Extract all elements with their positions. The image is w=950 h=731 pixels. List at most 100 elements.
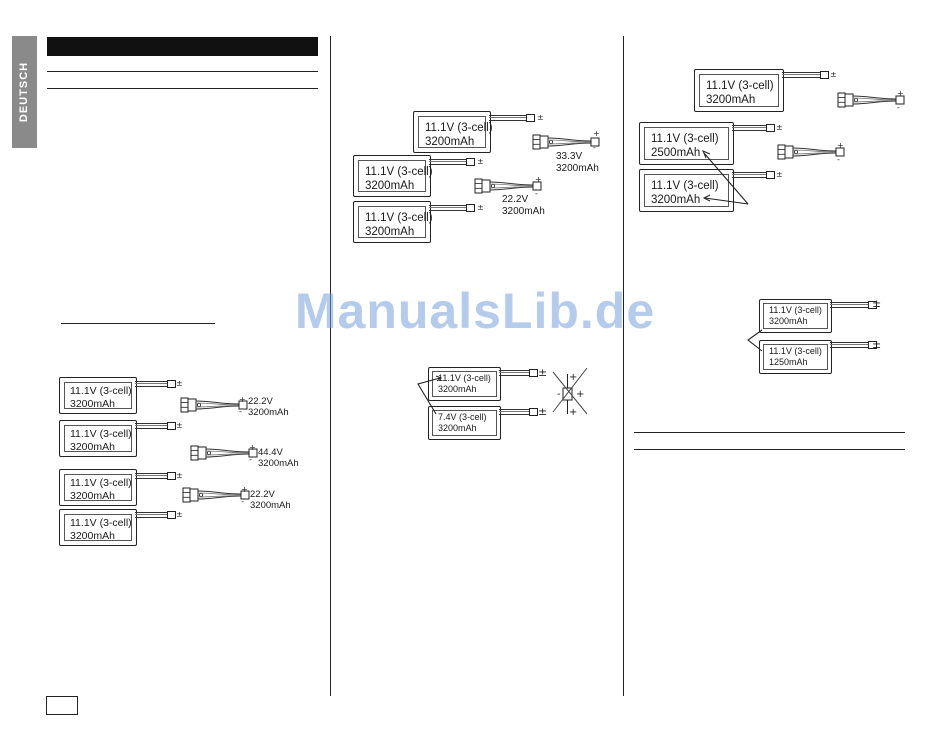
battery-pack: 11.1V (3-cell) 3200mAh — [694, 69, 784, 112]
y-harness-icon — [837, 92, 905, 108]
battery-capacity-label: 3200mAh — [365, 226, 415, 238]
output-capacity-label: 3200mAh — [248, 407, 289, 418]
connector-icon — [167, 422, 176, 430]
svg-text:+: + — [837, 141, 844, 150]
y-harness-icon — [180, 397, 248, 413]
battery-capacity-label: 3200mAh — [70, 398, 115, 410]
connector-icon — [766, 171, 775, 179]
svg-text:±: ± — [176, 379, 183, 388]
crossed-connector-icon: + + + - — [552, 367, 588, 418]
rule-subsection — [61, 323, 215, 324]
svg-text:±: ± — [776, 123, 783, 132]
battery-capacity-label: 1250mAh — [769, 357, 808, 367]
output-voltage-label: 22.2V — [250, 489, 275, 500]
battery-capacity-label: 3200mAh — [425, 136, 475, 148]
connector-icon — [466, 204, 475, 212]
svg-text:±: ± — [872, 338, 881, 351]
battery-pack: 11.1V (3-cell)3200mAh — [759, 299, 832, 333]
section-header-bar — [47, 37, 318, 56]
svg-text:±: ± — [872, 297, 881, 310]
svg-text:-: - — [837, 155, 840, 164]
connector-icon — [529, 369, 538, 377]
svg-text:±: ± — [176, 421, 183, 430]
svg-text:±: ± — [538, 405, 547, 418]
page-number-box — [46, 696, 78, 715]
battery-pack: 11.1V (3-cell)3200mAh — [59, 377, 137, 414]
output-voltage-label: 33.3V — [556, 151, 583, 162]
battery-lead — [135, 423, 167, 429]
watermark: ManualsLib.de — [294, 283, 656, 339]
y-harness-icon — [474, 178, 542, 194]
battery-voltage-label: 11.1V (3-cell) — [70, 477, 132, 489]
svg-text:-: - — [557, 389, 561, 400]
battery-pack: 11.1V (3-cell)3200mAh — [428, 367, 501, 401]
svg-text:+: + — [535, 175, 542, 184]
svg-text:±: ± — [176, 510, 183, 519]
battery-pack: 11.1V (3-cell)2500mAh — [639, 122, 734, 165]
battery-pack: 11.1V (3-cell) 3200mAh — [413, 111, 493, 153]
output-capacity-label: 3200mAh — [556, 163, 599, 174]
connector-icon — [766, 124, 775, 132]
svg-text:+: + — [897, 89, 904, 98]
battery-capacity-label: 3200mAh — [70, 490, 115, 502]
battery-capacity-label: 3200mAh — [651, 194, 701, 206]
battery-voltage-label: 11.1V (3-cell) — [70, 385, 132, 397]
svg-text:±: ± — [477, 203, 484, 212]
y-harness-icon — [182, 487, 250, 503]
connector-icon — [868, 301, 877, 309]
svg-text:+: + — [569, 407, 577, 418]
battery-voltage-label: 11.1V (3-cell) — [706, 80, 774, 92]
battery-voltage-label: 11.1V (3-cell) — [438, 373, 491, 383]
battery-capacity-label: 2500mAh — [651, 147, 701, 159]
battery-pack: 11.1V (3-cell) 3200mAh — [639, 169, 734, 212]
output-voltage-label: 22.2V — [248, 396, 273, 407]
battery-capacity-label: 3200mAh — [706, 94, 756, 106]
battery-lead — [499, 370, 529, 376]
battery-lead — [429, 159, 466, 165]
connector-icon — [868, 341, 877, 349]
svg-text:±: ± — [776, 170, 783, 179]
connector-icon — [167, 472, 176, 480]
battery-lead — [782, 72, 820, 78]
battery-lead — [489, 115, 526, 121]
svg-text:+: + — [249, 443, 256, 452]
battery-voltage-label: 7.4V (3-cell) — [438, 412, 487, 422]
rule-top — [47, 71, 318, 72]
battery-lead — [732, 125, 766, 131]
svg-text:±: ± — [537, 113, 544, 122]
svg-text:±: ± — [830, 70, 837, 79]
svg-text:-: - — [535, 189, 538, 198]
battery-capacity-label: 3200mAh — [365, 180, 415, 192]
svg-text:-: - — [249, 455, 252, 464]
battery-pack: 11.1V (3-cell)1250mAh — [759, 340, 832, 374]
battery-lead — [135, 381, 167, 387]
connector-icon — [820, 71, 829, 79]
battery-voltage-label: 11.1V (3-cell) — [651, 180, 719, 192]
battery-capacity-label: 3200mAh — [769, 316, 808, 326]
y-harness-icon — [532, 134, 600, 150]
battery-pack: 11.1V (3-cell)3200mAh — [59, 469, 137, 506]
battery-voltage-label: 11.1V (3-cell) — [425, 122, 493, 134]
connector-icon — [529, 408, 538, 416]
output-capacity-label: 3200mAh — [258, 458, 299, 469]
battery-capacity-label: 3200mAh — [438, 423, 477, 433]
connector-icon — [167, 511, 176, 519]
battery-lead — [135, 473, 167, 479]
battery-pack: 11.1V (3-cell)3200mAh — [59, 420, 137, 457]
battery-voltage-label: 11.1V (3-cell) — [365, 166, 433, 178]
svg-text:+: + — [239, 395, 246, 404]
battery-lead — [135, 512, 167, 518]
output-capacity-label: 3200mAh — [250, 500, 291, 511]
connector-icon — [167, 380, 176, 388]
column-divider-right — [623, 36, 624, 696]
battery-lead — [499, 409, 529, 415]
rule-right-top — [634, 432, 905, 433]
svg-text:+: + — [241, 485, 248, 494]
battery-lead — [429, 205, 466, 211]
battery-lead — [732, 172, 766, 178]
battery-pack: 7.4V (3-cell)3200mAh — [428, 406, 501, 440]
battery-capacity-label: 3200mAh — [70, 530, 115, 542]
battery-pack: 11.1V (3-cell) 3200mAh — [353, 155, 433, 197]
svg-text:-: - — [897, 103, 900, 112]
